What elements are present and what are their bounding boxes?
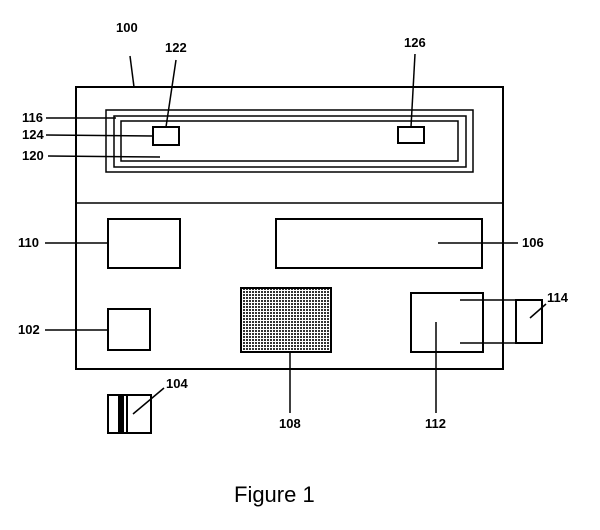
component-114 <box>515 299 543 344</box>
label-120: 120 <box>22 148 44 163</box>
component-112 <box>410 292 484 353</box>
outer-frame-116 <box>105 109 474 173</box>
leader-114 <box>529 303 547 319</box>
component-104 <box>107 394 152 434</box>
label-108: 108 <box>279 416 301 431</box>
component-104-bar-thick <box>118 396 124 432</box>
label-110: 110 <box>18 235 39 250</box>
label-116: 116 <box>22 110 43 125</box>
inner-strip-120 <box>120 120 459 162</box>
sensor-122 <box>152 126 180 146</box>
label-106: 106 <box>522 235 544 250</box>
label-100: 100 <box>116 20 138 35</box>
label-112: 112 <box>425 416 446 431</box>
figure-caption: Figure 1 <box>234 482 315 507</box>
label-114: 114 <box>547 290 569 305</box>
component-102 <box>107 308 151 351</box>
leader-122 <box>165 59 177 128</box>
leader-104 <box>132 387 165 415</box>
leader-100 <box>129 55 135 88</box>
component-108-grid <box>240 287 332 353</box>
component-110 <box>107 218 181 269</box>
label-104: 104 <box>166 376 188 391</box>
label-124: 124 <box>22 127 44 142</box>
label-126: 126 <box>404 35 426 50</box>
label-102: 102 <box>18 322 40 337</box>
middle-frame <box>113 115 467 168</box>
component-104-bar-thin <box>126 396 128 432</box>
sensor-126 <box>397 126 425 144</box>
leader-120 <box>47 155 161 158</box>
leader-126 <box>410 53 416 128</box>
label-122: 122 <box>165 40 187 55</box>
leader-124 <box>45 134 154 137</box>
